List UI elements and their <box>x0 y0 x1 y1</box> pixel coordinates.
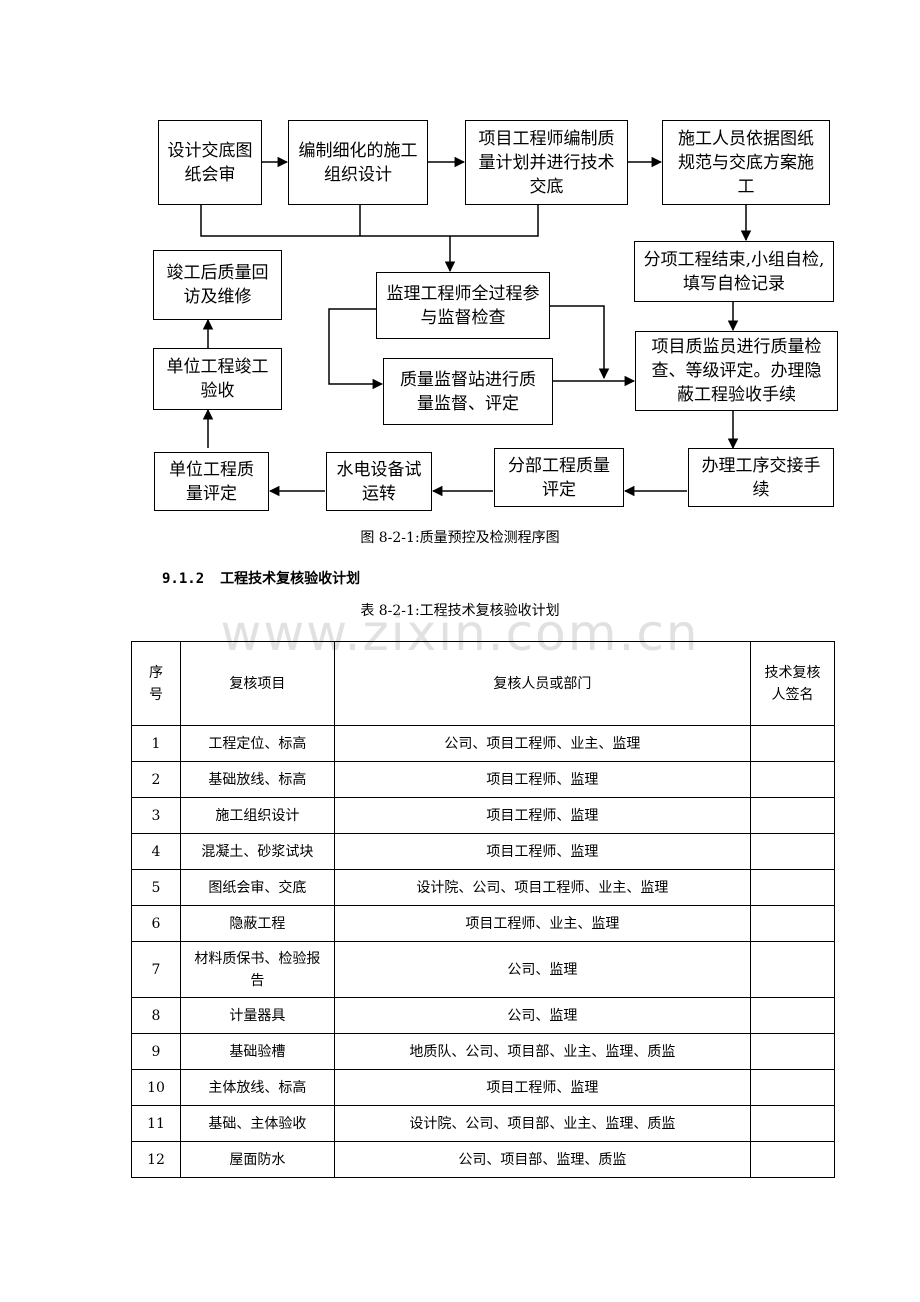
header-item: 复核项目 <box>179 641 335 726</box>
cell-item: 基础验槽 <box>179 1033 335 1070</box>
cell-who: 地质队、公司、项目部、业主、监理、质监 <box>333 1033 752 1070</box>
arrow-n6-n7 <box>328 308 384 390</box>
flow-node-construction-plan: 编制细化的施工组织设计 <box>288 120 428 205</box>
cell-who: 设计院、公司、项目部、业主、监理、质监 <box>333 1105 752 1142</box>
flow-node-quality-inspection: 项目质监员进行质量检查、等级评定。办理隐蔽工程验收手续 <box>635 331 838 411</box>
flow-node-quality-station: 质量监督站进行质量监督、评定 <box>383 358 553 425</box>
cell-item: 工程定位、标高 <box>179 725 335 762</box>
flow-node-division-evaluation: 分部工程质量评定 <box>494 448 624 507</box>
cell-who: 公司、项目部、监理、质监 <box>333 1141 752 1178</box>
cell-sign <box>750 941 835 998</box>
cell-sign <box>750 1033 835 1070</box>
flow-node-unit-evaluation: 单位工程质量评定 <box>154 452 269 511</box>
cell-item: 混凝土、砂浆试块 <box>179 833 335 870</box>
cell-no: 6 <box>131 905 181 942</box>
cell-who: 项目工程师、监理 <box>333 833 752 870</box>
flow-node-self-check: 分项工程结束,小组自检,填写自检记录 <box>634 241 834 302</box>
cell-who: 公司、监理 <box>333 941 752 998</box>
cell-who: 项目工程师、监理 <box>333 1069 752 1106</box>
cell-sign <box>750 725 835 762</box>
cell-sign <box>750 1141 835 1178</box>
cell-item: 材料质保书、检验报告 <box>179 941 335 998</box>
table-caption: 表 8-2-1:工程技术复核验收计划 <box>360 603 560 619</box>
flowchart-connectors <box>200 156 752 497</box>
cell-item: 屋面防水 <box>179 1141 335 1178</box>
cell-item: 施工组织设计 <box>179 797 335 834</box>
cell-sign <box>750 833 835 870</box>
cell-sign <box>750 1069 835 1106</box>
flow-node-design-review: 设计交底图纸会审 <box>158 120 262 205</box>
flow-node-supervision: 监理工程师全过程参与监督检查 <box>376 272 550 339</box>
table-header-row: 序号 复核项目 复核人员或部门 技术复核人签名 <box>131 641 835 726</box>
cell-sign <box>750 1105 835 1142</box>
cell-no: 2 <box>131 761 181 798</box>
cell-item: 隐蔽工程 <box>179 905 335 942</box>
cell-who: 项目工程师、监理 <box>333 797 752 834</box>
cell-who: 公司、监理 <box>333 997 752 1034</box>
cell-item: 图纸会审、交底 <box>179 869 335 906</box>
cell-who: 项目工程师、业主、监理 <box>333 905 752 942</box>
flow-node-quality-plan: 项目工程师编制质量计划并进行技术交底 <box>465 120 628 205</box>
cell-no: 1 <box>131 725 181 762</box>
cell-no: 10 <box>131 1069 181 1106</box>
bracket-top-row <box>200 204 539 237</box>
cell-who: 设计院、公司、项目工程师、业主、监理 <box>333 869 752 906</box>
flow-node-construction: 施工人员依据图纸规范与交底方案施工 <box>662 120 830 205</box>
cell-sign <box>750 869 835 906</box>
cell-no: 9 <box>131 1033 181 1070</box>
flow-node-equipment-test: 水电设备试运转 <box>326 452 432 511</box>
arrow-n6-n8 <box>550 305 610 380</box>
cell-sign <box>750 797 835 834</box>
flow-node-handover: 办理工序交接手续 <box>688 448 834 507</box>
cell-no: 12 <box>131 1141 181 1178</box>
cell-no: 8 <box>131 997 181 1034</box>
header-who: 复核人员或部门 <box>333 641 752 726</box>
cell-no: 3 <box>131 797 181 834</box>
cell-no: 7 <box>131 941 181 998</box>
cell-sign <box>750 761 835 798</box>
section-title: 工程技术复核验收计划 <box>220 571 361 587</box>
cell-item: 基础、主体验收 <box>179 1105 335 1142</box>
cell-item: 基础放线、标高 <box>179 761 335 798</box>
flow-node-completion-acceptance: 单位工程竣工验收 <box>153 348 282 410</box>
cell-no: 5 <box>131 869 181 906</box>
cell-no: 4 <box>131 833 181 870</box>
cell-sign <box>750 997 835 1034</box>
flow-node-post-completion: 竣工后质量回访及维修 <box>153 250 282 320</box>
figure-caption: 图 8-2-1:质量预控及检测程序图 <box>360 530 560 546</box>
section-number: 9.1.2 <box>162 571 205 587</box>
cell-sign <box>750 905 835 942</box>
cell-who: 公司、项目工程师、业主、监理 <box>333 725 752 762</box>
cell-item: 主体放线、标高 <box>179 1069 335 1106</box>
header-no: 序号 <box>131 641 181 726</box>
section-heading: 9.1.2 工程技术复核验收计划 <box>162 568 360 588</box>
cell-who: 项目工程师、监理 <box>333 761 752 798</box>
cell-item: 计量器具 <box>179 997 335 1034</box>
cell-no: 11 <box>131 1105 181 1142</box>
header-sign: 技术复核人签名 <box>750 641 835 726</box>
